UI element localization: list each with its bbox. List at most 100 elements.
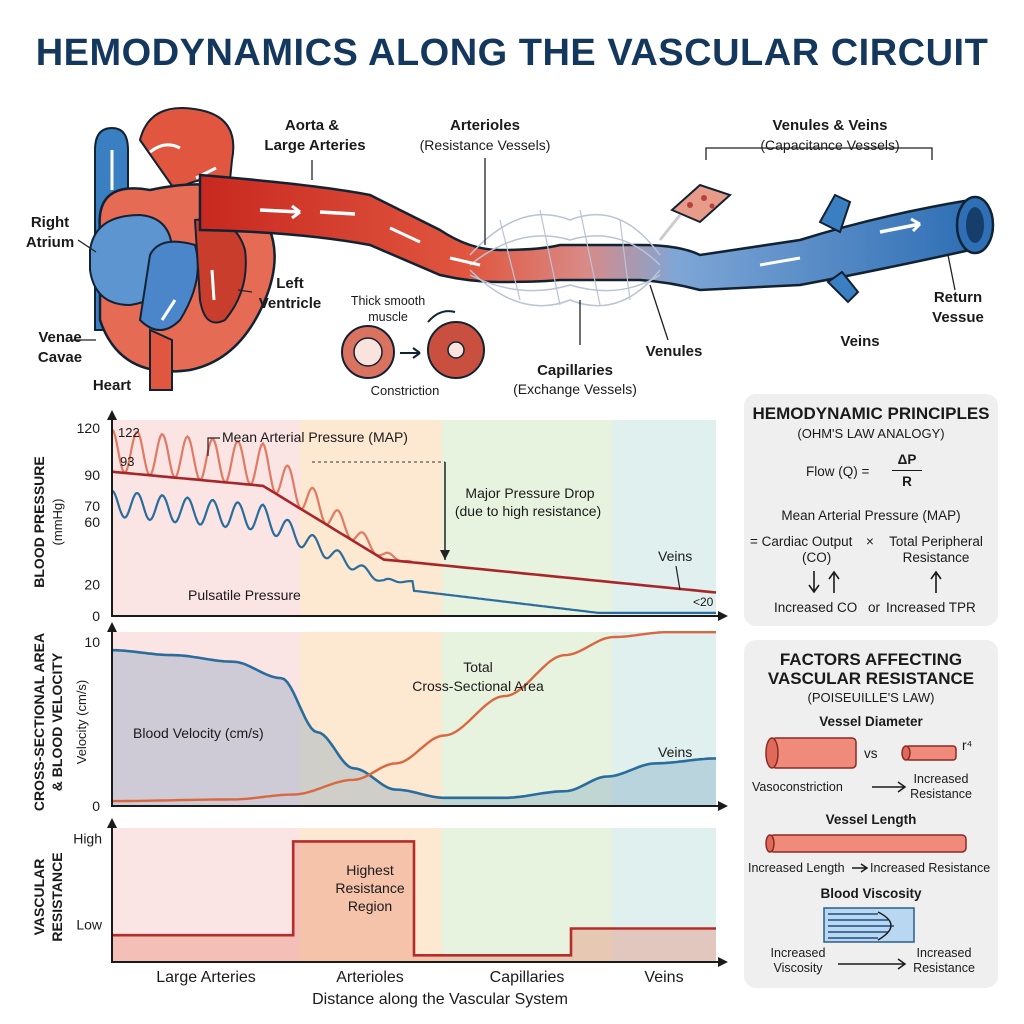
increased-viscosity-label-2: Viscosity	[773, 961, 823, 975]
factors-title-1: FACTORS AFFECTING	[779, 650, 963, 669]
times-symbol: ×	[866, 534, 874, 549]
pressure-drop-label-2: (due to high resistance)	[455, 503, 601, 519]
capillaries-sub-label: (Exchange Vessels)	[513, 381, 637, 397]
diameter-title: Vessel Diameter	[819, 714, 923, 729]
bp-ytick-3: 60	[84, 514, 100, 530]
map-label: Mean Arterial Pressure (MAP)	[781, 508, 961, 523]
region-labels: Large Arteries Arterioles Capillaries Ve…	[156, 969, 683, 1008]
res-ylabel-2: RESISTANCE	[49, 852, 65, 941]
increased-co-label: Increased CO	[774, 600, 858, 615]
length-resistance-label: Increased Resistance	[870, 861, 991, 875]
area-label-1: Total	[463, 659, 493, 675]
venules-veins-label: Venules & Veins	[772, 117, 887, 134]
vasoconstriction-label: Vasoconstriction	[752, 780, 843, 794]
region-bg-0-2	[442, 420, 612, 616]
venae-cavae-label-1: Venae	[38, 329, 81, 346]
bp-ytick-4: 20	[84, 577, 100, 593]
resistance-line	[112, 840, 716, 957]
region-bg-2-0	[112, 828, 300, 962]
velocity-inner-ylabel: Velocity (cm/s)	[74, 680, 89, 765]
arrow-right-small-icon	[852, 863, 869, 873]
va-ytick-0: 10	[84, 634, 100, 650]
axis-arrow-up-2	[107, 818, 117, 828]
bp-ytick-1: 90	[84, 467, 100, 483]
constriction-label: Constriction	[371, 383, 440, 398]
vascular-circuit-illustration: Aorta & Large Arteries Arterioles (Resis…	[26, 107, 995, 398]
region-label-veins: Veins	[644, 969, 683, 986]
principles-subtitle: (OHM'S LAW ANALOGY)	[797, 426, 945, 441]
veins-label: Veins	[840, 333, 879, 350]
axis-0	[111, 418, 726, 617]
vessel-diameter-icon	[765, 737, 957, 769]
diastolic-value-label: 93	[120, 454, 134, 469]
viscosity-resistance-label-2: Resistance	[913, 961, 975, 975]
highest-label-2: Resistance	[335, 880, 404, 896]
increased-viscosity-label-1: Increased	[770, 946, 826, 960]
pressure-drop-label-1: Major Pressure Drop	[465, 485, 594, 501]
bp-ytick-2: 70	[84, 498, 100, 514]
factors-title-2: VASCULAR RESISTANCE	[767, 669, 975, 688]
map-series-label: Mean Arterial Pressure (MAP)	[222, 429, 408, 445]
bp-ylabel-2: (mmHg)	[50, 499, 65, 546]
va-ylabel-2: & BLOOD VELOCITY	[49, 652, 65, 791]
blood-cell-inset-icon	[658, 183, 732, 241]
axis-arrow-up-0	[107, 410, 117, 420]
return-label-2: Vessue	[932, 309, 984, 326]
velocity-series-label: Blood Velocity (cm/s)	[133, 725, 264, 741]
region-label-capillaries: Capillaries	[490, 969, 565, 986]
res-ytick-1: Low	[76, 916, 103, 932]
co-label: = Cardiac Output	[750, 534, 853, 549]
axis-arrow-0	[718, 611, 728, 621]
leader-lines	[70, 147, 956, 345]
x-axis-label: Distance along the Vascular System	[312, 991, 568, 1008]
muscle-label-1: Thick smooth	[351, 294, 425, 308]
principles-title: HEMODYNAMIC PRINCIPLES	[752, 404, 990, 423]
highest-label-1: Highest	[346, 862, 394, 878]
region-label-large-arteries: Large Arteries	[156, 969, 256, 986]
venules-label: Venules	[646, 343, 703, 360]
resistance-symbol: R	[902, 474, 912, 489]
diameter-resistance-label-1: Increased	[913, 772, 969, 786]
region-bg-2-1	[300, 828, 442, 962]
region-bg-2-3	[612, 828, 716, 962]
axis-arrow-2	[718, 957, 728, 967]
viscosity-title: Blood Viscosity	[820, 886, 922, 901]
r4-label: r⁴	[962, 738, 973, 753]
vessel-length-icon	[765, 834, 967, 853]
blood-viscosity-icon	[823, 907, 915, 943]
va-y-ticks: 10 0	[84, 634, 100, 814]
velocity-area-fill	[112, 650, 716, 806]
axis-2	[111, 826, 726, 963]
increased-length-label: Increased Length	[748, 861, 845, 875]
length-title: Vessel Length	[825, 812, 917, 827]
pulsatile-series-label: Pulsatile Pressure	[188, 587, 301, 603]
res-ytick-0: High	[73, 831, 102, 847]
tpr-label-1: Total Peripheral	[889, 534, 983, 549]
bp-ytick-5: 0	[92, 608, 100, 624]
map-line	[111, 470, 717, 594]
or-label: or	[868, 600, 881, 615]
chart-axes	[107, 410, 728, 967]
bp-veins-label: Veins	[658, 548, 692, 564]
bp-ylabel-1: BLOOD PRESSURE	[31, 456, 47, 587]
hemodynamic-principles-panel: HEMODYNAMIC PRINCIPLES (OHM'S LAW ANALOG…	[744, 394, 998, 626]
delta-p: ΔP	[897, 452, 917, 467]
arterioles-label: Arterioles	[450, 117, 520, 134]
region-backgrounds	[112, 420, 716, 962]
region-bg-1-3	[612, 632, 716, 806]
co-abbr: (CO)	[802, 550, 832, 565]
diameter-resistance-label-2: Resistance	[910, 787, 972, 801]
blood-vessel-path	[198, 173, 995, 307]
vs-label: vs	[864, 746, 878, 761]
increased-tpr-label: Increased TPR	[886, 600, 976, 615]
area-label-2: Cross-Sectional Area	[412, 678, 544, 694]
arterioles-sub-label: (Resistance Vessels)	[420, 137, 551, 153]
pulsatile-pressure-line	[111, 489, 716, 614]
viscosity-resistance-label-1: Increased	[916, 946, 972, 960]
va-ytick-1: 0	[92, 798, 100, 814]
page-title: HEMODYNAMICS ALONG THE VASCULAR CIRCUIT	[35, 32, 989, 74]
res-ylabel-1: VASCULAR	[31, 859, 47, 936]
